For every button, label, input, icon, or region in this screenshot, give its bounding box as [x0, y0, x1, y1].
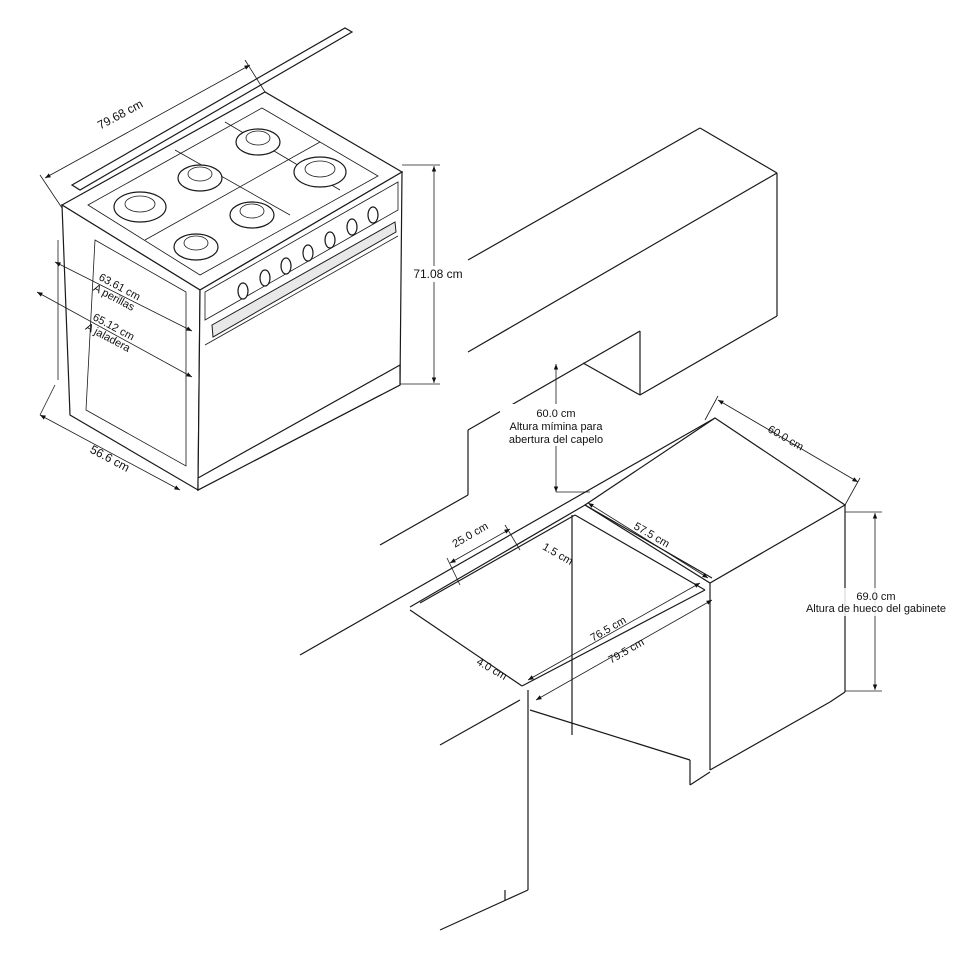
countertop-and-base [299, 417, 847, 931]
cabinet-height-label: 69.0 cm [856, 591, 895, 603]
control-knobs [237, 206, 379, 300]
burner-middle-left [177, 164, 223, 192]
knob-icon[interactable] [367, 206, 379, 224]
knob-icon[interactable] [259, 269, 271, 287]
side-strip-line [449, 528, 511, 564]
outer-width-line [535, 599, 713, 701]
cutout-depth-line [587, 502, 709, 579]
knob-icon[interactable] [346, 218, 358, 236]
front-gap-label: 4.0 cm [474, 656, 509, 683]
inner-width-label: 76.5 cm [589, 614, 629, 644]
counter-depth-label: 60.0 cm [766, 423, 806, 453]
oven-handle[interactable] [211, 221, 397, 338]
counter-depth-line [717, 399, 859, 483]
handle-depth-line [36, 291, 193, 378]
knob-icon[interactable] [237, 282, 249, 300]
burner-middle-right [229, 201, 275, 229]
knob-icon[interactable] [280, 257, 292, 275]
burner-back-left [235, 128, 281, 156]
knob-icon[interactable] [302, 244, 314, 262]
stove-drawing [60, 27, 404, 492]
burner-front-right [173, 233, 219, 261]
hood-clearance-caption-2: abertura del capelo [509, 434, 603, 446]
depth-dimension-line [39, 414, 181, 491]
knob-icon[interactable] [324, 231, 336, 249]
width-dimension-line [44, 64, 251, 179]
rim-label: 1.5 cm [540, 541, 575, 568]
burner-front-left [113, 191, 167, 223]
cabinet-height-caption: Altura de hueco del gabinete [806, 603, 946, 615]
burner-back-right [293, 156, 347, 188]
outer-width-label: 79.5 cm [607, 636, 647, 666]
stove-drawer-base [197, 363, 401, 491]
stove-control-panel [204, 181, 399, 321]
countertop-right [583, 417, 847, 584]
hood-clearance-label: 60.0 cm [536, 408, 575, 420]
side-strip-label: 25.0 cm [451, 520, 491, 550]
stove-height-label: 71.08 cm [413, 267, 462, 281]
hood-clearance-caption-1: Altura mímina para [510, 421, 604, 433]
